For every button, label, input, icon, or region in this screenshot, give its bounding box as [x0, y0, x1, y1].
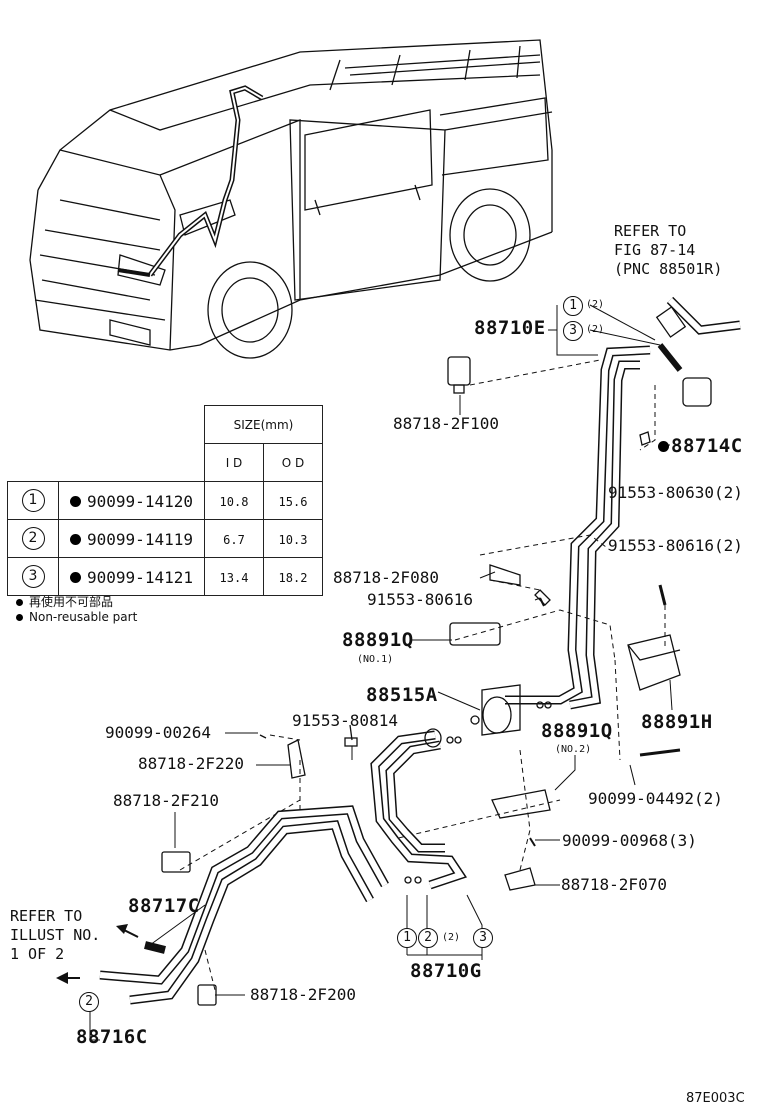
table-row: 1 90099-14120 10.8 15.6 [7, 481, 323, 520]
label-88718-2F080: 88718-2F080 [333, 568, 439, 587]
label-88714C-text: 88714C [671, 435, 743, 457]
refer-line: FIG 87-14 [614, 241, 696, 259]
label-90099-00968: 90099-00968(3) [562, 831, 697, 850]
label-91553-80814: 91553-80814 [292, 711, 398, 730]
dot-icon [16, 614, 23, 621]
refer-line: (PNC 88501R) [614, 260, 723, 278]
label-88718-2F220: 88718-2F220 [138, 754, 244, 773]
callout-1: 1 [397, 928, 417, 948]
leader-lines [89, 304, 673, 1041]
label-no2: (NO.2) [555, 744, 592, 755]
callout-3: 3 [563, 321, 583, 341]
components [161, 564, 681, 1006]
non-reusable-dot-icon [658, 441, 669, 452]
label-91553-80616: 91553-80616 [367, 590, 473, 609]
label-no1: (NO.1) [357, 654, 394, 665]
id-value: 6.7 [223, 533, 245, 547]
col-od: O D [263, 443, 323, 482]
col-id: I D [204, 443, 264, 482]
label-88891H: 88891H [641, 711, 713, 733]
callout-2: 2 [418, 928, 438, 948]
label-88717C: 88717C [128, 895, 200, 917]
non-reusable-dot-icon [70, 571, 82, 583]
note-en: Non-reusable part [16, 610, 137, 624]
od-value: 15.6 [278, 495, 308, 509]
label-91553-80630: 91553-80630(2) [608, 483, 743, 502]
label-88714C: 88714C [658, 437, 743, 456]
label-88718-2F200: 88718-2F200 [250, 985, 356, 1004]
dot-icon [16, 599, 23, 606]
non-reusable-dot-icon [70, 533, 82, 545]
note-en-text: Non-reusable part [29, 610, 138, 624]
refer-line: 1 OF 2 [10, 945, 65, 963]
circle-number: 2 [21, 527, 45, 550]
label-88718-2F070: 88718-2F070 [561, 875, 667, 894]
label-88710G: 88710G [410, 960, 482, 982]
od-value: 10.3 [278, 533, 308, 547]
van-illustration [29, 39, 553, 359]
label-88718-2F210: 88718-2F210 [113, 791, 219, 810]
lower-pipes [99, 728, 468, 1005]
circle-number: 3 [21, 565, 45, 588]
size-spec-table: SIZE(mm) I D O D 1 90099-14120 10.8 15.6… [7, 405, 323, 596]
od-value: 18.2 [278, 571, 308, 585]
label-90099-00264: 90099-00264 [105, 723, 211, 742]
label-88891Q-no1: 88891Q [342, 629, 414, 651]
callout-3: 3 [473, 928, 493, 948]
non-reusable-dot-icon [70, 495, 82, 507]
label-88710E: 88710E [474, 317, 546, 339]
main-pipe [447, 296, 741, 710]
part-number: 90099-14119 [87, 529, 193, 549]
note-jp-text: 再使用不可部品 [29, 595, 114, 609]
refer-fig-note: REFER TO FIG 87-14 (PNC 88501R) [614, 222, 722, 279]
qty-label: (2) [586, 299, 605, 310]
refer-line: REFER TO [10, 907, 83, 925]
label-88716C: 88716C [76, 1026, 148, 1048]
qty-label: (2) [586, 324, 605, 335]
size-header: SIZE(mm) [204, 405, 323, 444]
label-90099-04492: 90099-04492(2) [588, 789, 723, 808]
circle-number: 1 [21, 489, 45, 512]
label-91553-80616-2: 91553-80616(2) [608, 536, 743, 555]
label-88891Q-no2: 88891Q [541, 720, 613, 742]
note-jp: 再使用不可部品 [16, 593, 113, 610]
callout-2: 2 [79, 992, 99, 1012]
callout-1: 1 [563, 296, 583, 316]
table-row: 3 90099-14121 13.4 18.2 [7, 557, 323, 596]
table-row: 2 90099-14119 6.7 10.3 [7, 519, 323, 558]
refer-illust-note: REFER TO ILLUST NO. 1 OF 2 [10, 907, 100, 964]
qty-label: (2) [442, 932, 461, 943]
dashed-guides [179, 359, 666, 991]
label-88515A: 88515A [366, 684, 438, 706]
id-value: 13.4 [219, 571, 249, 585]
part-number: 90099-14120 [87, 491, 193, 511]
refer-line: REFER TO [614, 222, 687, 240]
label-88718-2F100: 88718-2F100 [393, 414, 499, 433]
figure-code: 87E003C [686, 1091, 745, 1106]
id-value: 10.8 [219, 495, 249, 509]
part-number: 90099-14121 [87, 567, 193, 587]
refer-line: ILLUST NO. [10, 926, 101, 944]
